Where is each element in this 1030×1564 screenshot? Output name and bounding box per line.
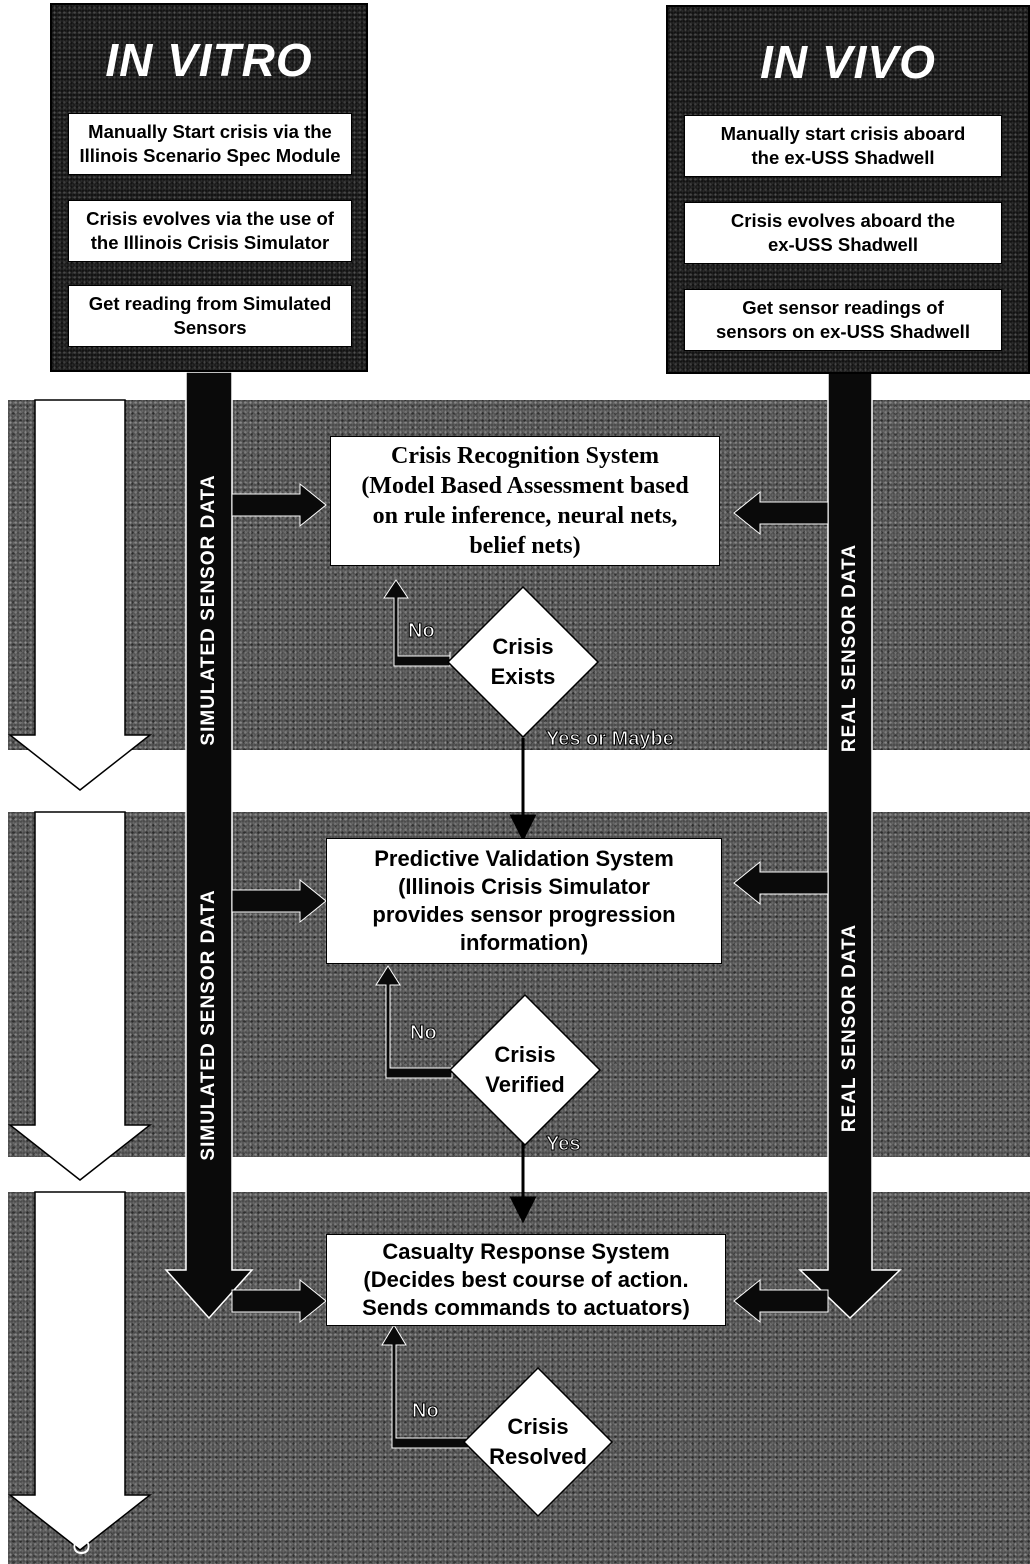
stage-arrow-3: [7, 1191, 153, 1551]
real-sensor-data-label-2: REAL SENSOR DATA: [839, 923, 860, 1133]
decision-crisis-resolved: [462, 1366, 614, 1518]
no-label-1: No: [408, 620, 436, 643]
crisis-recognition-system: Crisis Recognition System (Model Based A…: [330, 436, 720, 566]
in-vivo-panel: IN VIVO Manually start crisis aboard the…: [666, 5, 1030, 374]
in-vitro-step-3: Get reading from Simulated Sensors: [68, 285, 352, 347]
predictive-validation-system: Predictive Validation System (Illinois C…: [326, 838, 722, 964]
stage-arrow-1: [7, 399, 153, 791]
thin-connectors: [522, 566, 539, 1372]
no-label-3: No: [412, 1400, 440, 1423]
sim-feed-arrows: [231, 482, 327, 1324]
simulated-sensor-data-label-1: SIMULATED SENSOR DATA: [198, 474, 219, 746]
simulated-sensor-data-label-2: SIMULATED SENSOR DATA: [198, 889, 219, 1161]
in-vivo-title: IN VIVO: [760, 36, 936, 88]
simulated-data-arrow: [164, 371, 254, 1320]
decision-label-crisis-verified: Crisis Verified: [485, 1042, 565, 1097]
decision-crisis-exists: [446, 585, 600, 739]
decision-crisis-verified: [448, 993, 602, 1147]
stage-label-predictive-validation: PREDICTIVE VALIDATION: [68, 862, 95, 1162]
no-label-2: No: [410, 1022, 438, 1045]
in-vivo-step-1: Manually start crisis aboard the ex-USS …: [684, 115, 1002, 177]
stage-arrow-2: [7, 811, 153, 1181]
real-feed-arrows: [733, 490, 829, 1324]
in-vitro-title: IN VITRO: [105, 34, 313, 86]
yes-or-maybe-label: Yes or Maybe: [546, 728, 675, 751]
real-sensor-data-label-1: REAL SENSOR DATA: [839, 543, 860, 753]
in-vitro-step-2: Crisis evolves via the use of the Illino…: [68, 200, 352, 262]
casualty-response-system: Casualty Response System (Decides best c…: [326, 1234, 726, 1326]
real-data-arrow: [798, 371, 902, 1320]
no-loops: [375, 579, 475, 1449]
in-vivo-step-3: Get sensor readings of sensors on ex-USS…: [684, 289, 1002, 351]
in-vitro-step-1: Manually Start crisis via the Illinois S…: [68, 113, 352, 175]
decision-label-crisis-exists: Crisis Exists: [490, 634, 556, 689]
stage-label-crisis-recognition: CRISIS RECOGNITION: [68, 464, 95, 728]
in-vivo-step-2: Crisis evolves aboard the ex-USS Shadwel…: [684, 202, 1002, 264]
decision-label-crisis-resolved: Crisis Resolved: [489, 1414, 587, 1469]
in-vitro-panel: IN VITRO Manually Start crisis via the I…: [50, 3, 368, 372]
down-connectors: [509, 738, 537, 1224]
yes-label: Yes: [545, 1133, 581, 1156]
stage-label-casualty-response: CASUALTY RESPONSE: [68, 1284, 95, 1556]
